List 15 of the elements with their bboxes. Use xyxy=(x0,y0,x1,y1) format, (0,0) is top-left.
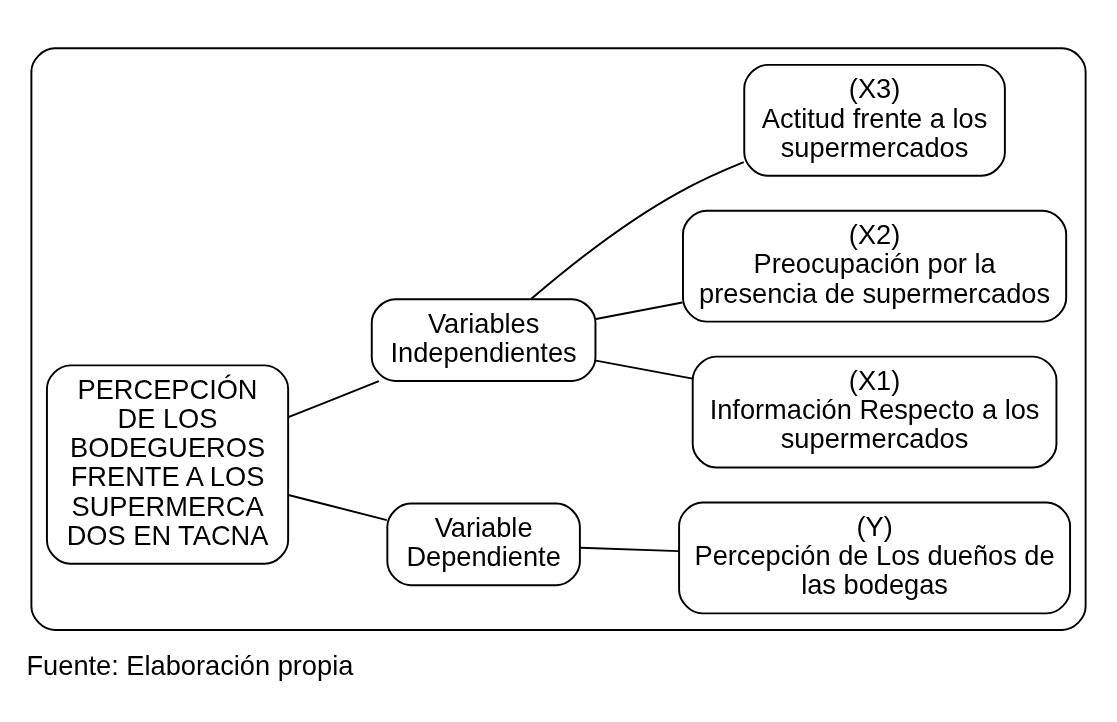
connector xyxy=(287,379,380,418)
node-box: (X3) Actitud frente a los supermercados xyxy=(743,63,1006,177)
node-box: Variables Independientes xyxy=(370,297,597,382)
connector xyxy=(595,359,694,380)
node-box: (X1) Información Respecto a los supermercados xyxy=(691,355,1058,468)
node-box: (Y) Percepción de Los dueños de las bodegas xyxy=(678,501,1072,614)
caption: Fuente: Elaboración propia xyxy=(26,649,354,681)
node-box: Variable Dependiente xyxy=(386,502,581,586)
cluster xyxy=(30,46,1087,631)
connector xyxy=(530,160,745,300)
node-box: (X2) Preocupación por la presencia de supermercados xyxy=(682,209,1068,323)
node-box: PERCEPCIÓN DE LOS BODEGUEROS FRENTE A LOS SUPERMERCA DOS EN TACNA xyxy=(45,363,290,565)
connector xyxy=(579,546,680,552)
connector xyxy=(595,301,684,320)
connector xyxy=(287,493,388,521)
